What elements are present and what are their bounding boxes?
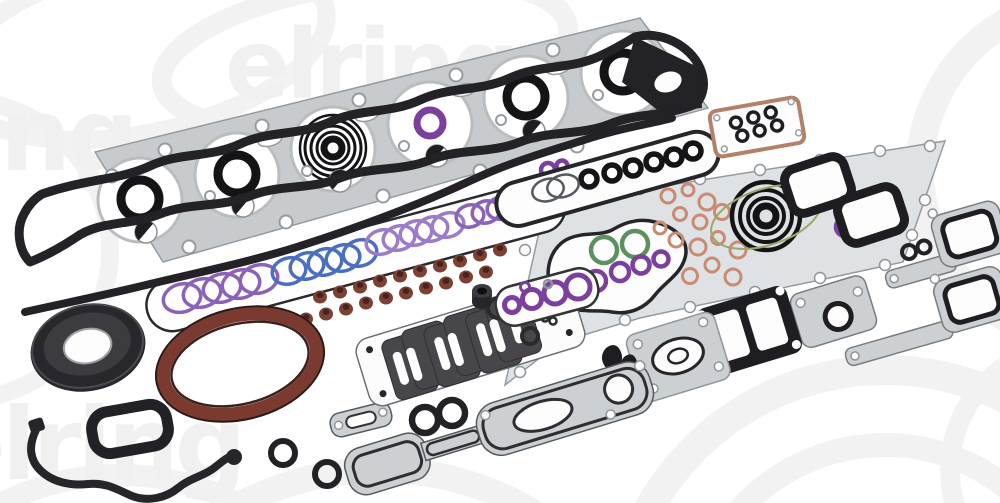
valve-cover-gasket	[14, 30, 708, 267]
oring-chain-purple-left	[161, 262, 280, 315]
heat-shield-frame-gasket	[707, 95, 807, 159]
exhaust-flange-gasket	[329, 401, 393, 438]
frame-corner-holes	[713, 97, 803, 153]
thermostat-oval-gasket	[86, 398, 174, 460]
frame-inner-orings	[728, 105, 785, 143]
port-gasket-stack	[381, 293, 543, 401]
logo-swoosh-topleft	[0, 0, 336, 150]
logo-swoosh-bottomright-outer	[635, 355, 1000, 503]
logo-swoosh-bottomleft	[0, 464, 260, 503]
upper-strip-gasket	[494, 129, 721, 228]
exhaust-manifold-gaskets	[844, 200, 1000, 367]
oil-pan-rail-gasket	[27, 417, 242, 503]
copper-orings	[652, 182, 748, 287]
flywheel-housing-seal	[30, 303, 146, 392]
black-oring-row	[578, 140, 704, 190]
turbocharger-gasket	[625, 311, 731, 403]
oring-chain-blue	[270, 237, 379, 287]
logo-swoosh-corner	[940, 357, 1000, 503]
three-hole-silver-gasket	[789, 275, 878, 349]
logo-swoosh-bottomright-inner	[729, 433, 1000, 503]
injector-seal-pad	[494, 267, 600, 327]
watermark-fragment-bottomleft: elring	[0, 386, 242, 503]
oil-cooler-cover-gasket	[343, 360, 655, 496]
intake-port-pair-gasket	[780, 152, 909, 248]
concentric-front-seal	[729, 179, 803, 253]
stack-slots	[392, 310, 524, 385]
rocker-strip-gasket	[145, 179, 567, 333]
small-black-orings-right	[900, 238, 933, 261]
bottom-black-orings	[268, 396, 469, 489]
bore-purple-ring	[413, 106, 447, 140]
crankshaft-seal	[154, 305, 326, 423]
valve-cover-end-block	[622, 37, 702, 112]
camshaft-plug-seal	[472, 284, 492, 309]
oring-chain-violet	[364, 210, 466, 257]
link-ellipse-pair	[531, 173, 580, 203]
logo-swoosh-midleft	[0, 96, 119, 404]
valve-stem-seals	[299, 243, 507, 326]
profile-rubber-strip	[21, 114, 676, 316]
